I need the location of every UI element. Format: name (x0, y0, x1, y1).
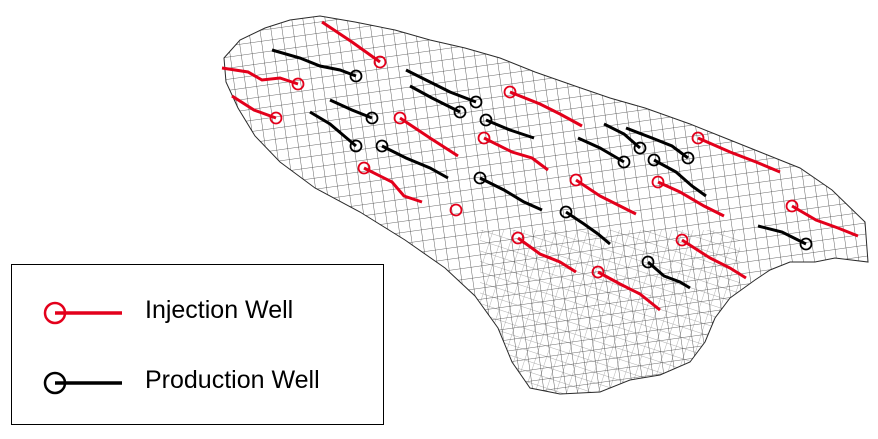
injection-well-13 (675, 233, 747, 280)
production-well-label: Production Well (145, 366, 320, 394)
production-well-trajectory (577, 136, 625, 164)
injection-well-head-icon (357, 161, 371, 175)
production-well-head-icon (799, 237, 813, 251)
injection-well-head-icon (477, 131, 491, 145)
legend: Injection Well Production Well (11, 264, 384, 425)
injection-well-label: Injection Well (145, 296, 294, 324)
injection-well-6 (449, 203, 463, 217)
production-well-head-icon (559, 205, 573, 219)
production-well-4 (409, 84, 467, 119)
production-well-1 (271, 48, 363, 83)
production-well-5 (309, 110, 363, 153)
production-well-head-icon (473, 171, 487, 185)
injection-well-trajectory (597, 270, 661, 312)
production-well-10 (577, 136, 631, 169)
production-well-trajectory (381, 144, 449, 180)
injection-well-head-icon (511, 231, 525, 245)
production-well-trajectory (653, 158, 707, 198)
production-well-head-icon (349, 69, 363, 83)
production-well-15 (757, 224, 813, 251)
reservoir-outline (223, 15, 869, 395)
injection-well-head-icon (651, 175, 665, 189)
injection-well-10 (511, 231, 577, 274)
production-well-head-icon (349, 139, 363, 153)
injection-well-trajectory (399, 116, 459, 158)
injection-well-1 (321, 20, 387, 69)
injection-well-7 (477, 131, 549, 172)
production-well-13 (647, 153, 707, 198)
production-well-trajectory (405, 68, 477, 104)
injection-well-trajectory (509, 90, 583, 128)
injection-well-trajectory (791, 204, 859, 238)
injection-well-head-icon (691, 131, 705, 145)
production-well-2 (329, 98, 379, 125)
production-well-head-icon (633, 141, 647, 155)
production-well-trajectory (625, 126, 689, 160)
production-well-trajectory (485, 118, 535, 140)
production-well-7 (479, 113, 535, 140)
injection-well-head-icon (393, 111, 407, 125)
production-well-head-icon (375, 139, 389, 153)
injection-well-head-icon (591, 265, 605, 279)
injection-well-8 (503, 85, 583, 128)
injection-well-5 (357, 161, 423, 204)
production-well-head-icon (647, 153, 661, 167)
production-well-trajectory (329, 98, 373, 120)
production-well-trajectory (309, 110, 357, 148)
injection-well-12 (651, 175, 725, 218)
production-well-head-icon (365, 111, 379, 125)
legend-entry-injection: Injection Well (12, 292, 383, 332)
injection-well-9 (569, 173, 637, 216)
injection-well-trajectory (221, 66, 299, 86)
injection-well-trajectory (321, 20, 381, 64)
production-well-head-icon (469, 95, 483, 109)
injection-well-3 (231, 94, 283, 125)
injection-well-trajectory (517, 236, 577, 274)
injection-well-icon (43, 301, 122, 325)
production-well-head-icon (681, 151, 695, 165)
production-well-trajectory (603, 122, 641, 150)
production-well-trajectory (409, 84, 461, 114)
production-well-trajectory (271, 48, 357, 78)
production-well-trajectory (757, 224, 807, 246)
production-well-3 (405, 68, 483, 109)
production-well-head-icon (617, 155, 631, 169)
injection-well-head-icon (675, 233, 689, 247)
injection-well-trajectory (231, 94, 277, 120)
injection-well-trajectory (657, 180, 725, 218)
injection-well-trajectory (363, 166, 423, 204)
production-well-9 (559, 205, 611, 246)
injection-well-head-icon (503, 85, 517, 99)
production-well-head-icon (479, 113, 493, 127)
production-well-trajectory (479, 176, 543, 212)
injection-well-14 (691, 131, 781, 174)
production-well-head-icon (453, 105, 467, 119)
production-well-11 (603, 122, 647, 155)
injection-well-head-icon (569, 173, 583, 187)
injection-well-head-icon (291, 77, 305, 91)
production-wells (271, 48, 813, 290)
injection-well-trajectory (575, 178, 637, 216)
injection-well-11 (591, 265, 661, 312)
injection-wells (221, 20, 859, 312)
production-well-head-icon (641, 255, 655, 269)
production-well-icon (43, 371, 122, 395)
production-well-trajectory (565, 210, 611, 246)
injection-well-trajectory (697, 136, 781, 174)
injection-well-head-icon (373, 55, 387, 69)
injection-well-trajectory (681, 238, 747, 280)
production-well-14 (641, 255, 691, 290)
injection-well-15 (785, 199, 859, 238)
injection-well-4 (393, 111, 459, 158)
injection-well-head-icon (785, 199, 799, 213)
production-well-6 (375, 139, 449, 180)
production-well-trajectory (647, 260, 691, 290)
production-well-8 (473, 171, 543, 212)
injection-well-head-icon (449, 203, 463, 217)
injection-well-head-icon (269, 111, 283, 125)
injection-well-2 (221, 66, 305, 91)
legend-entry-production: Production Well (12, 362, 383, 402)
production-well-12 (625, 126, 695, 165)
injection-well-trajectory (483, 136, 549, 172)
